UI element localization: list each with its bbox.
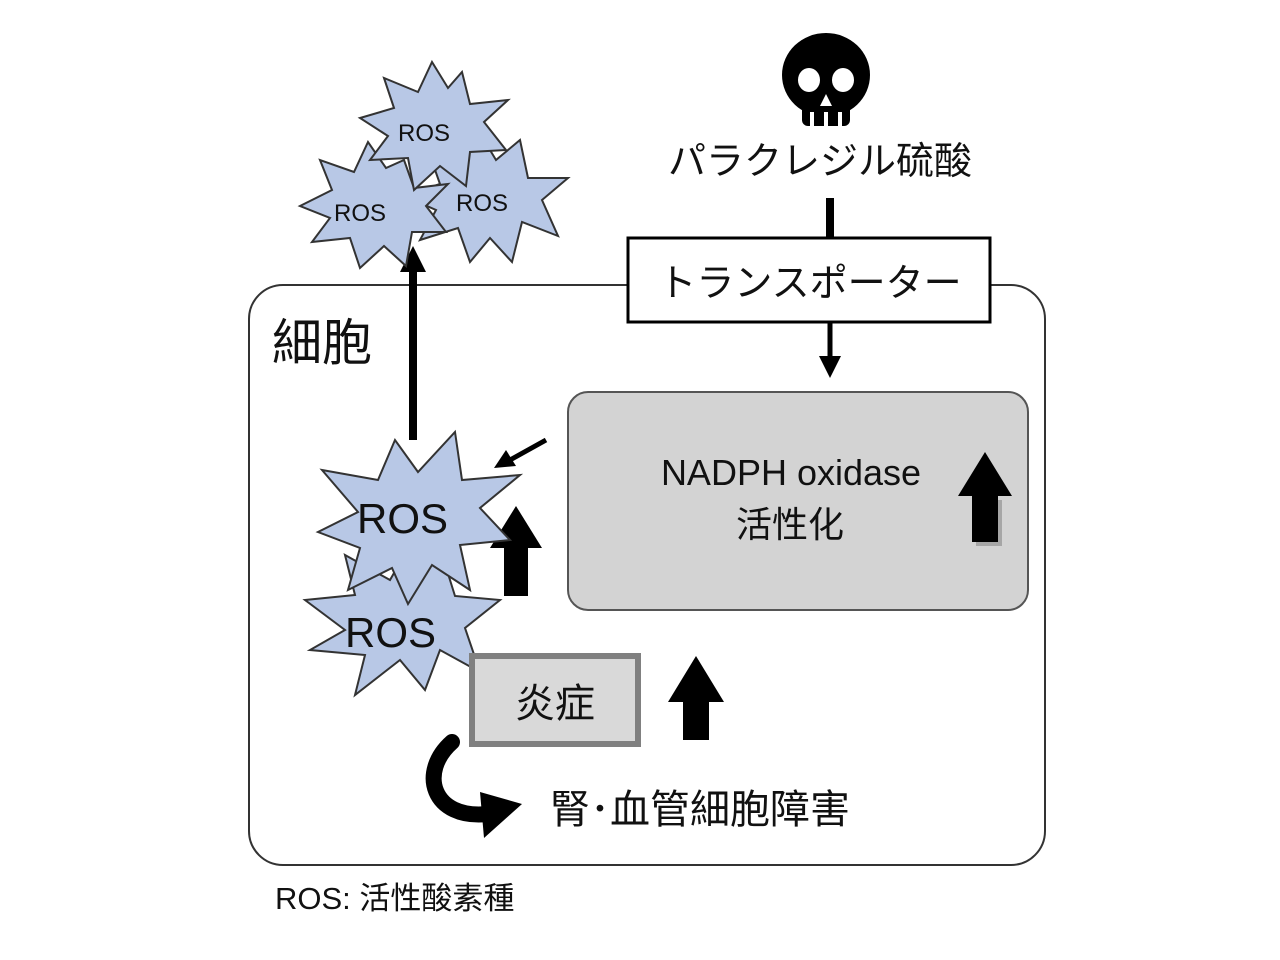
- cell-label: 細胞: [272, 314, 372, 372]
- enzyme-up-arrow: [958, 452, 1012, 546]
- skull-icon: [782, 33, 870, 126]
- enzyme-box: [567, 391, 1029, 611]
- damage-label: 腎･血管細胞障害: [550, 787, 850, 833]
- ros-burst-outside-2: [297, 139, 451, 270]
- enzyme-name: NADPH oxidase: [660, 452, 922, 493]
- inflammation-box: [469, 653, 641, 747]
- enzyme-state: 活性化: [735, 505, 844, 546]
- inflammation-label: 炎症: [515, 681, 595, 727]
- ros-label: ROS: [334, 200, 387, 227]
- ros-label: ROS: [345, 609, 437, 656]
- curved-arrow-icon: [425, 734, 522, 838]
- transporter-box: [626, 236, 992, 324]
- ros-label: ROS: [357, 495, 449, 542]
- ros-burst-outside-1: [357, 59, 511, 192]
- transporter-label: トランスポーター: [658, 261, 962, 305]
- ros-burst-inside-1: [315, 429, 524, 607]
- toxin-name: パラクレジル硫酸: [668, 139, 973, 183]
- footnote: ROS: 活性酸素種: [275, 881, 515, 916]
- inflammation-up-arrow: [668, 656, 724, 740]
- ros-label: ROS: [398, 120, 451, 147]
- enzyme-to-ros-arrow: [508, 437, 548, 463]
- ros-label: ROS: [456, 190, 509, 217]
